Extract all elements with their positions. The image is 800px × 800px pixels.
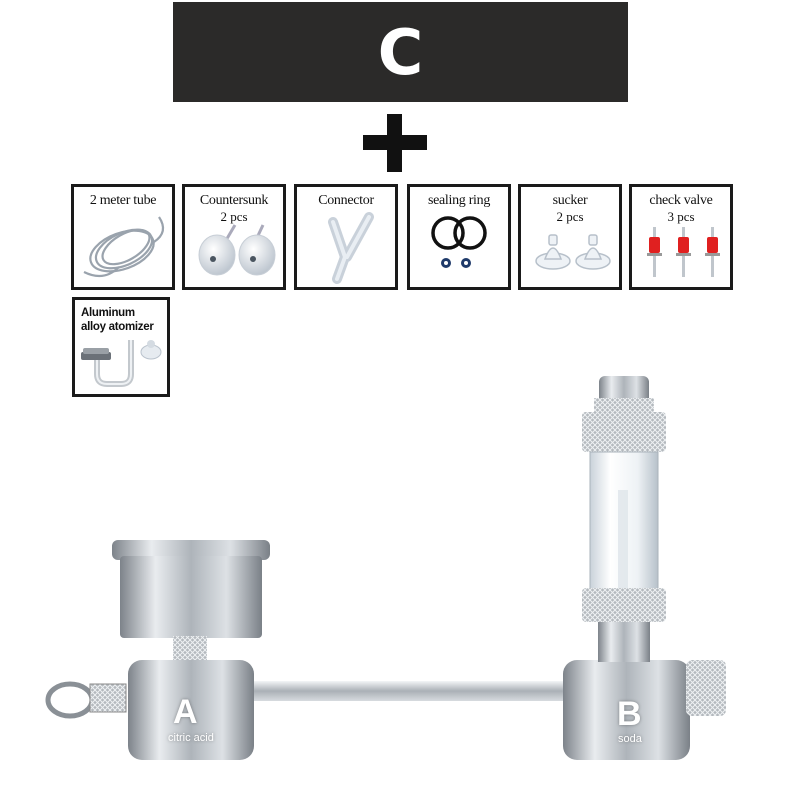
atomizer-icon xyxy=(81,340,162,387)
accessory-count: 3 pcs xyxy=(667,209,695,224)
suction-cup-icon xyxy=(535,234,611,270)
accessory-label: check valve xyxy=(649,193,713,208)
countersunk-icon xyxy=(198,224,276,276)
left-cup-rim xyxy=(112,540,270,560)
accessory-card-atomizer: Aluminum alloy atomizer xyxy=(72,297,170,397)
accessory-label: Connector xyxy=(318,193,374,208)
accessory-card-tube: 2 meter tube xyxy=(71,184,175,290)
accessory-label: 2 meter tube xyxy=(89,193,157,208)
accessory-label: sealing ring xyxy=(427,193,491,208)
accessory-label: Countersunk xyxy=(199,193,269,208)
y-connector-icon xyxy=(328,212,374,284)
accessory-card-sealing-ring: sealing ring xyxy=(407,184,511,290)
adjust-knob xyxy=(686,660,726,716)
upper-knurl xyxy=(582,412,666,452)
accessory-card-connector: Connector xyxy=(294,184,398,290)
check-valve-icon xyxy=(647,227,720,277)
atomizer-label-line1: Aluminum xyxy=(81,307,135,319)
left-base xyxy=(128,660,254,760)
label-b: B xyxy=(617,695,642,733)
release-screw xyxy=(89,683,127,713)
label-citric-acid: citric acid xyxy=(168,732,214,744)
banner-letter: C xyxy=(377,15,424,89)
label-a: A xyxy=(173,693,198,731)
title-banner: C xyxy=(173,2,628,102)
accessory-count: 2 pcs xyxy=(556,209,584,224)
accessory-card-sucker: sucker 2 pcs xyxy=(518,184,622,290)
o-ring-icon xyxy=(431,216,487,268)
right-base xyxy=(563,660,690,760)
pull-ring xyxy=(45,681,95,719)
plus-icon xyxy=(363,114,427,172)
connecting-bar xyxy=(240,681,580,701)
accessory-card-countersunk: Countersunk 2 pcs xyxy=(182,184,286,290)
accessory-count: 2 pcs xyxy=(220,209,248,224)
accessory-label: sucker xyxy=(552,193,588,208)
accessory-label: Aluminum alloy atomizer xyxy=(81,306,167,334)
left-cup xyxy=(120,556,262,638)
coiled-tube-icon xyxy=(83,216,165,278)
co2-generator-product xyxy=(45,376,726,760)
lower-knurl xyxy=(582,588,666,622)
atomizer-label-line2: alloy atomizer xyxy=(81,321,154,333)
accessory-card-check-valve: check valve 3 pcs xyxy=(629,184,733,290)
label-soda: soda xyxy=(618,733,642,745)
